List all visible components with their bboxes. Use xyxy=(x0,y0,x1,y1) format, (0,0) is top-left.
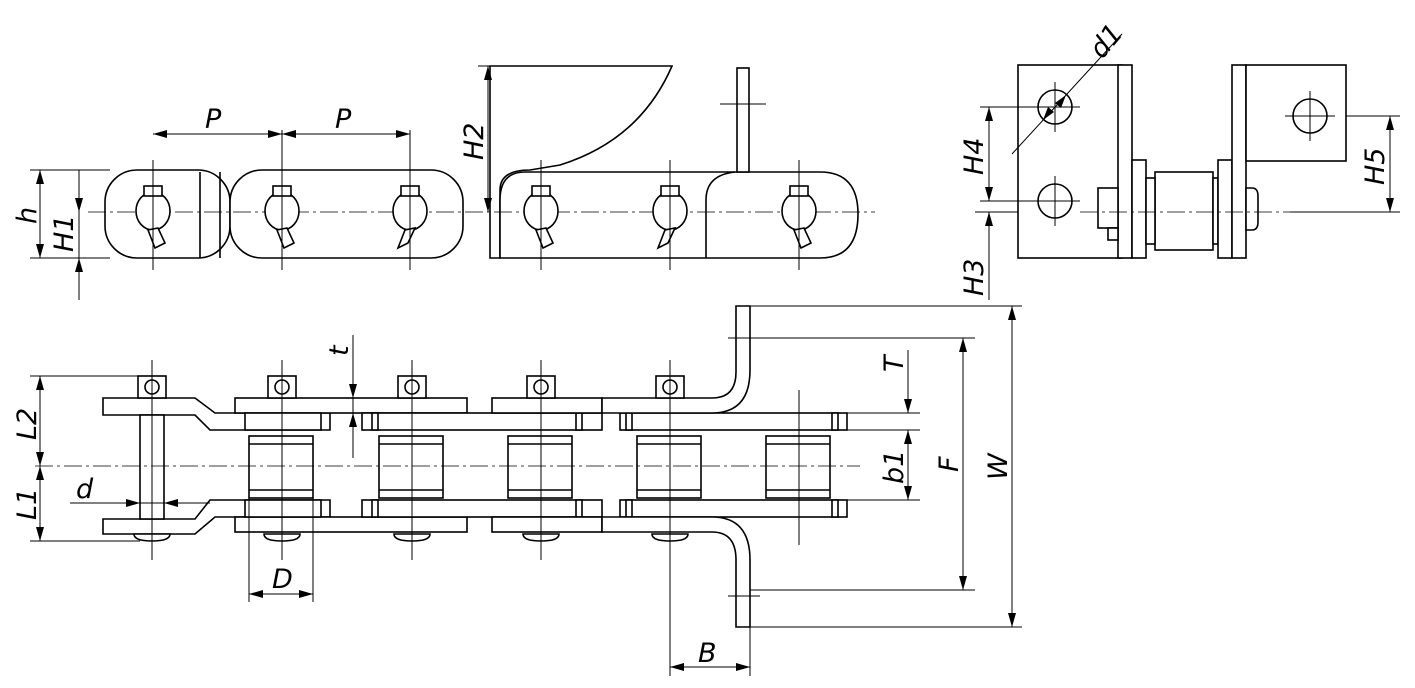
label-t: t xyxy=(324,344,355,356)
label-H4: H4 xyxy=(959,138,990,175)
label-T: T xyxy=(879,353,910,372)
roller-end xyxy=(1154,171,1214,251)
roller-5 xyxy=(765,435,831,499)
label-h: h xyxy=(12,207,43,224)
end-view xyxy=(975,33,1400,300)
label-B: B xyxy=(698,638,717,669)
label-P2: P xyxy=(335,104,352,135)
pin-1 xyxy=(135,160,171,270)
roller-1 xyxy=(248,435,314,499)
left-attachment-plate xyxy=(1017,64,1123,259)
label-H5: H5 xyxy=(1360,148,1391,185)
roller-2 xyxy=(378,435,444,499)
label-L1: L1 xyxy=(12,488,43,520)
side-view xyxy=(30,65,875,300)
pin-4 xyxy=(523,160,559,270)
attachment-plate xyxy=(489,65,674,259)
label-H2: H2 xyxy=(459,123,490,160)
lower-bent-attachment xyxy=(601,516,751,628)
pin-3 xyxy=(392,130,428,270)
label-W: W xyxy=(983,452,1014,480)
label-H1: H1 xyxy=(49,215,80,252)
label-D: D xyxy=(272,564,293,595)
label-P1: P xyxy=(205,104,222,135)
roller-3 xyxy=(507,435,573,499)
label-d: d xyxy=(76,474,94,505)
label-b1: b1 xyxy=(879,450,910,484)
label-F: F xyxy=(934,456,965,472)
pin-2 xyxy=(264,130,300,270)
label-L2: L2 xyxy=(12,408,43,440)
attachment-lug xyxy=(736,67,750,173)
roller-4 xyxy=(636,435,702,499)
plan-view xyxy=(30,305,1022,676)
right-attachment-plate xyxy=(1245,64,1347,162)
pin-5 xyxy=(652,160,688,270)
label-H3: H3 xyxy=(959,259,990,296)
pin-6 xyxy=(781,160,817,270)
label-d1: d1 xyxy=(1084,18,1130,64)
